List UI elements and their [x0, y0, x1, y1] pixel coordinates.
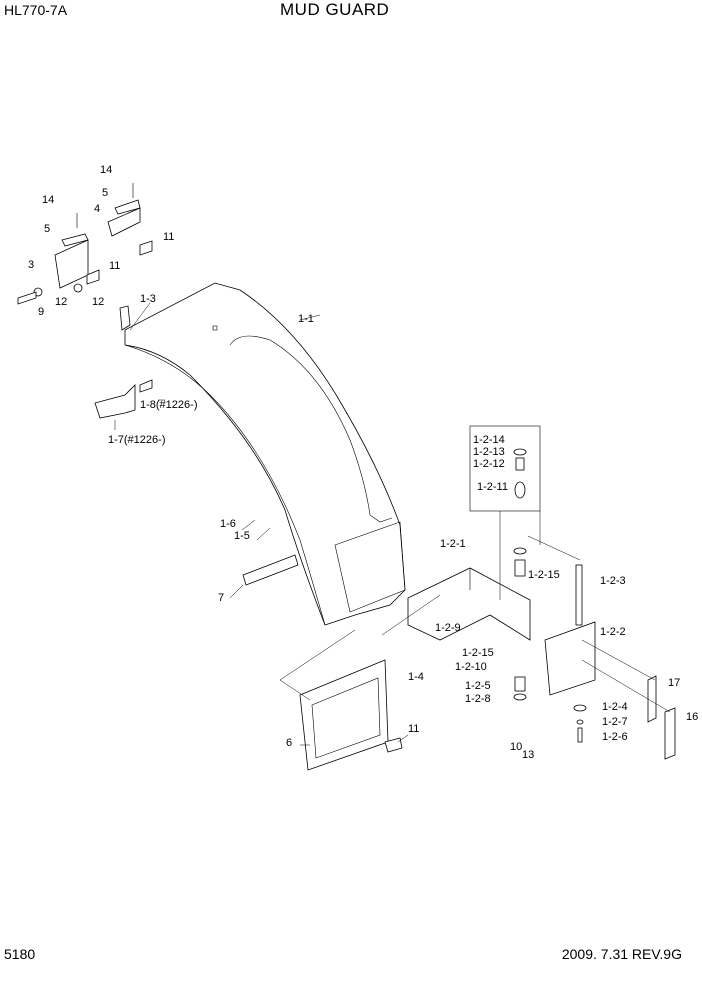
callout-1-2-14: 1-2-14	[473, 434, 505, 446]
callout-1-2-6: 1-2-6	[602, 731, 628, 743]
callout-5a: 5	[102, 187, 108, 199]
callout-1-7: 1-7(#1226-)	[108, 434, 165, 446]
callout-1-2-9: 1-2-9	[435, 622, 461, 634]
callout-14b: 14	[42, 194, 54, 206]
callout-1-2-5: 1-2-5	[465, 680, 491, 692]
bracket-1-7	[94, 379, 153, 419]
callout-1-2-11: 1-2-11	[477, 481, 508, 493]
bracket-parts	[17, 183, 153, 305]
callout-1-2-15b: 1-2-15	[462, 647, 494, 659]
callout-1-2-7: 1-2-7	[602, 716, 628, 728]
pin-assembly-inset	[469, 425, 541, 600]
callout-1-2-3: 1-2-3	[600, 575, 626, 587]
callout-labels: 14 5 4 11 14 5 3 11 9 12 12 1-3 1-1 1-8(…	[28, 164, 698, 761]
plate-17	[647, 675, 657, 723]
revision-date: 2009. 7.31 REV.9G	[561, 946, 682, 962]
callout-1-5: 1-5	[234, 530, 250, 542]
callout-1-8: 1-8(#1226-)	[140, 399, 197, 411]
rubber-flap-part	[299, 659, 403, 771]
callout-1-2-8: 1-2-8	[465, 693, 491, 705]
callout-4: 4	[94, 203, 100, 215]
callout-11a: 11	[163, 231, 174, 243]
page-number: 5180	[4, 946, 36, 962]
leader-lines	[114, 302, 671, 746]
page-title: MUD GUARD	[280, 0, 390, 19]
bracket-1-2-1	[407, 547, 531, 701]
callout-1-2-1: 1-2-1	[440, 538, 466, 550]
callout-9: 9	[38, 306, 44, 318]
callout-1-2-4: 1-2-4	[602, 701, 628, 713]
callout-5b: 5	[44, 223, 50, 235]
callout-16: 16	[686, 711, 698, 723]
callout-1-4: 1-4	[408, 671, 424, 683]
callout-6: 6	[286, 737, 292, 749]
callout-3: 3	[28, 259, 34, 271]
model-number: HL770-7A	[4, 2, 68, 18]
callout-1-2-2: 1-2-2	[600, 626, 626, 638]
callout-1-6: 1-6	[220, 518, 236, 530]
callout-1-2-13: 1-2-13	[473, 446, 505, 458]
fender-part	[119, 282, 406, 626]
callout-7: 7	[218, 592, 224, 604]
callout-12a: 12	[55, 296, 67, 308]
callout-10: 10	[510, 741, 522, 753]
callout-11b: 11	[109, 260, 120, 272]
callout-1-3: 1-3	[140, 293, 156, 305]
bracket-1-2-2	[544, 564, 596, 743]
callout-1-2-12: 1-2-12	[473, 458, 505, 470]
callout-1-2-10: 1-2-10	[455, 661, 487, 673]
bar-part	[242, 554, 299, 586]
callout-17: 17	[668, 677, 680, 689]
plate-16	[664, 707, 676, 760]
callout-12b: 12	[92, 296, 104, 308]
callout-14a: 14	[100, 164, 112, 176]
callout-13: 13	[522, 749, 534, 761]
callout-1-1: 1-1	[298, 313, 314, 325]
callout-1-2-15a: 1-2-15	[528, 569, 560, 581]
callout-11c: 11	[408, 723, 419, 735]
